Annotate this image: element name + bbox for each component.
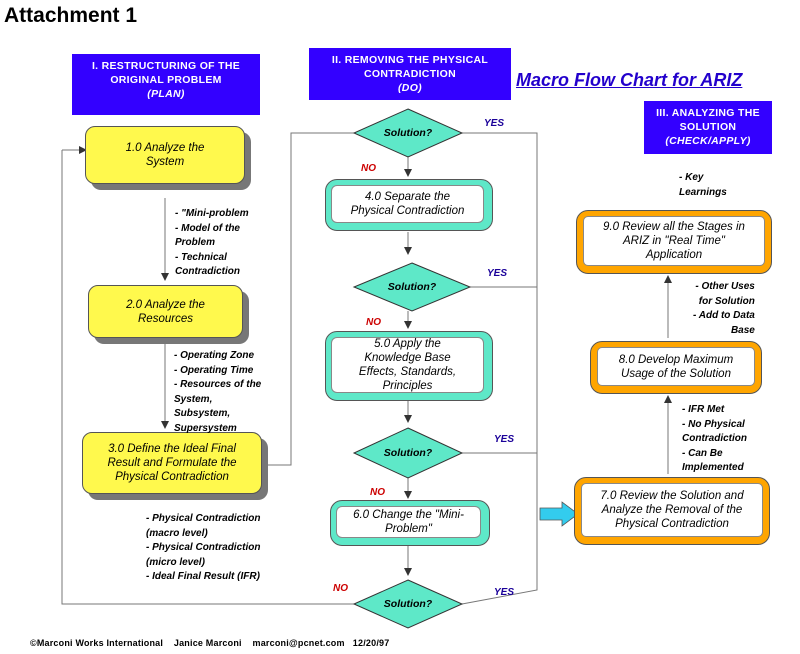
step-6-text: 6.0 Change the "Mini- Problem"	[336, 506, 481, 538]
no-label-2: NO	[366, 317, 381, 328]
chart-title: Macro Flow Chart for ARIZ	[516, 70, 743, 90]
yes-label-1: YES	[484, 118, 505, 129]
decision-1-label: Solution?	[383, 127, 433, 139]
no-label-4: NO	[333, 583, 348, 594]
yes-line-d1	[461, 132, 538, 605]
decision-4-label: Solution?	[383, 598, 433, 610]
step-1-box: 1.0 Analyze the System	[85, 126, 245, 184]
step-7-box: 7.0 Review the Solution and Analyze the …	[574, 477, 770, 545]
header-plan-sub: (PLAN)	[147, 88, 185, 100]
decision-4-shape	[352, 579, 464, 629]
decision-3-label: Solution?	[383, 447, 433, 459]
step-8-box: 8.0 Develop Maximum Usage of the Solutio…	[590, 341, 762, 394]
step-2-box: 2.0 Analyze the Resources	[88, 285, 243, 338]
header-check-sub: (CHECK/APPLY)	[665, 135, 751, 147]
arrow-to-step7	[539, 501, 579, 527]
header-do-title: II. REMOVING THE PHYSICAL CONTRADICTION	[331, 54, 489, 80]
decision-3-shape	[352, 427, 464, 479]
header-check: III. ANALYZING THE SOLUTION (CHECK/APPLY…	[644, 101, 772, 154]
step-2-text: 2.0 Analyze the Resources	[126, 298, 205, 325]
step-7-text: 7.0 Review the Solution and Analyze the …	[581, 483, 763, 537]
decision-1-shape	[352, 108, 464, 158]
decision-2-label: Solution?	[387, 281, 437, 293]
step-5-box: 5.0 Apply the Knowledge Base Effects, St…	[325, 331, 493, 401]
footer-credits: ©Marconi Works International Janice Marc…	[30, 638, 390, 648]
note-step2-outputs: - Operating Zone - Operating Time - Reso…	[174, 350, 262, 434]
header-check-title: III. ANALYZING THE SOLUTION	[656, 107, 760, 133]
left-loop-line	[61, 150, 355, 605]
yes-label-3: YES	[494, 434, 515, 445]
no-label-3: NO	[370, 487, 385, 498]
yes-label-4: YES	[494, 587, 515, 598]
line-step3-decision1	[265, 132, 355, 466]
step-3-text: 3.0 Define the Ideal Final Result and Fo…	[107, 443, 237, 483]
step-4-box: 4.0 Separate the Physical Contradiction	[325, 179, 493, 231]
step-3-box: 3.0 Define the Ideal Final Result and Fo…	[82, 432, 262, 494]
note-step7-outputs: - IFR Met - No Physical Contradiction - …	[682, 404, 747, 473]
note-step9-outputs: - Key Learnings	[679, 172, 727, 198]
header-do-sub: (DO)	[398, 82, 422, 94]
note-step1-outputs: - "Mini-problem - Model of the Problem -…	[175, 208, 249, 277]
step-8-text: 8.0 Develop Maximum Usage of the Solutio…	[597, 347, 755, 386]
no-label-1: NO	[361, 163, 376, 174]
step-9-text: 9.0 Review all the Stages in ARIZ in "Re…	[583, 216, 765, 266]
decision-2-shape	[352, 262, 472, 312]
step-6-box: 6.0 Change the "Mini- Problem"	[330, 500, 490, 546]
step-5-text: 5.0 Apply the Knowledge Base Effects, St…	[331, 337, 484, 393]
step-9-box: 9.0 Review all the Stages in ARIZ in "Re…	[576, 210, 772, 274]
note-step8-outputs: - Other Uses for Solution - Add to Data …	[693, 281, 755, 336]
yes-label-2: YES	[487, 268, 508, 279]
header-do: II. REMOVING THE PHYSICAL CONTRADICTION …	[309, 48, 511, 100]
note-step3-outputs: - Physical Contradiction (macro level) -…	[146, 513, 261, 582]
step-4-text: 4.0 Separate the Physical Contradiction	[331, 185, 484, 223]
header-plan-title: I. RESTRUCTURING OF THE ORIGINAL PROBLEM	[91, 60, 241, 86]
header-plan: I. RESTRUCTURING OF THE ORIGINAL PROBLEM…	[72, 54, 260, 115]
step-1-text: 1.0 Analyze the System	[125, 142, 205, 168]
attachment-title: Attachment 1	[4, 4, 138, 27]
